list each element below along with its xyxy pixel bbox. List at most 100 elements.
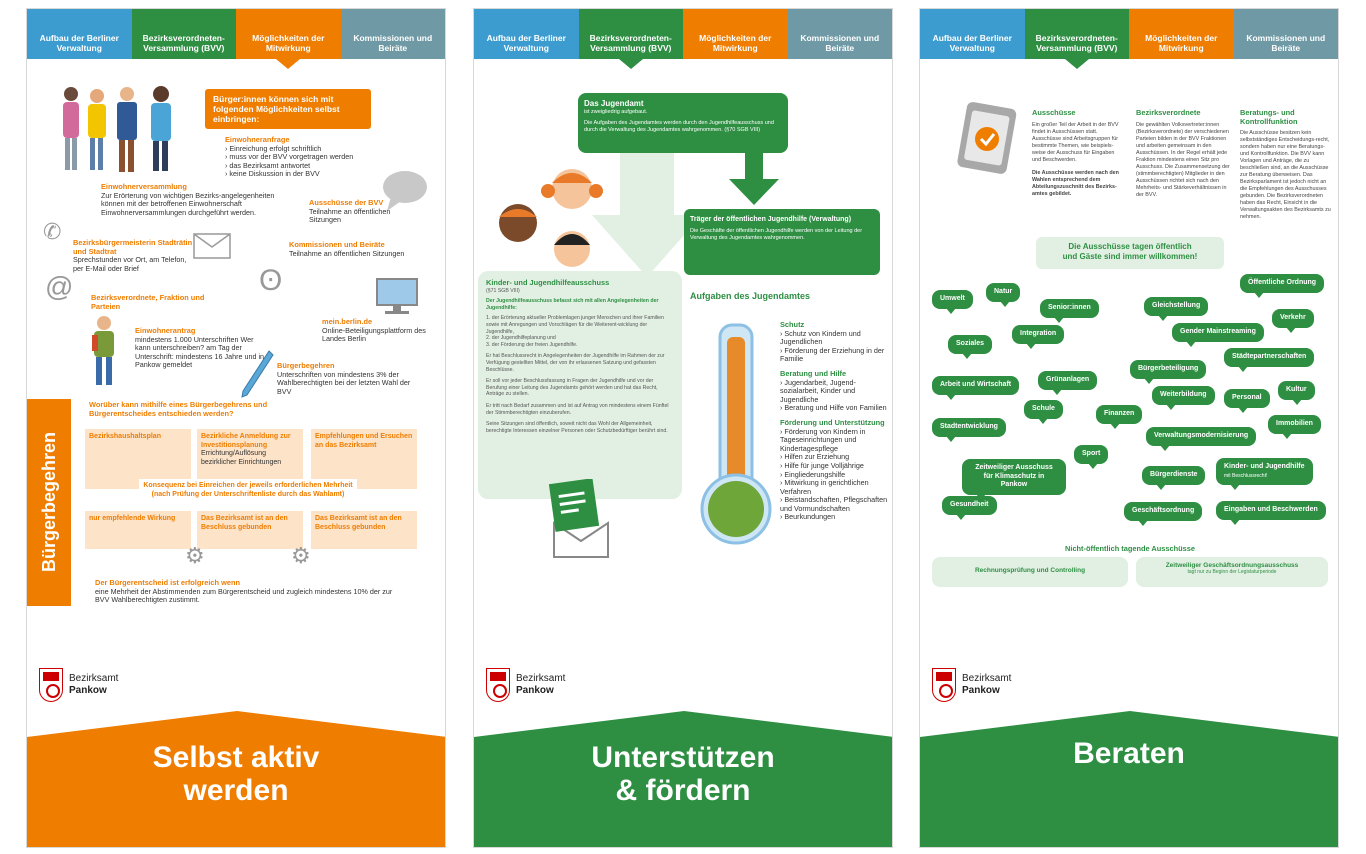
tab-mitwirkung[interactable]: Möglichkeiten der Mitwirkung <box>236 9 341 69</box>
ausschuesse-bold: Die Ausschüsse werden nach den Wahlen en… <box>1032 169 1119 197</box>
foerderung-line: › Mitwirkung in gerichtlichen Verfahren <box>780 478 869 496</box>
nicht2-title: Zeitweiliger Geschäftsordnungsausschuss <box>1165 562 1299 569</box>
ausschuss-para: 1. der Erörterung aktueller Problemlagen… <box>486 315 664 335</box>
ausschuss-title: Kinder- und Jugendhilfeausschuss <box>486 278 610 287</box>
logo-line1: Bezirksamt <box>516 673 566 684</box>
buergermeisterin-title: Bezirksbürgermeisterin Stadträtin und St… <box>73 238 193 256</box>
tab-bvv[interactable]: Bezirksverordneten-Versammlung (BVV) <box>1024 9 1129 69</box>
title-line: werden <box>183 774 289 807</box>
mein-berlin: mein.berlin.de Online-Beteiligungsplattf… <box>322 317 432 344</box>
res2: Das Bezirksamt ist an den Beschluss gebu… <box>197 511 303 549</box>
ausschuss-para: Er soll vor jeder Beschlussfassung in Fr… <box>486 378 658 398</box>
schutz-title: Schutz <box>780 320 805 329</box>
fraktion: Bezirksverordnete, Fraktion und Parteien <box>91 293 211 311</box>
logo-line2: Pankow <box>516 685 554 696</box>
kommissionen: Kommissionen und Beiräte Teilnahme an öf… <box>289 240 409 258</box>
speech-bubble-icon <box>383 171 427 211</box>
envelope-document-icon <box>548 479 609 558</box>
banner-oeffentlich: Die Ausschüsse tagen öffentlich und Gäst… <box>1036 237 1224 269</box>
people-illustration <box>63 86 171 172</box>
schutz-line: › Schutz von Kindern und Jugendlichen <box>780 328 861 347</box>
nicht2-sub: tagt nur zu Beginn der Legislaturperiode <box>1187 569 1277 575</box>
ausschuss-bubble: Senior:innen <box>1040 299 1099 322</box>
title-line: Unterstützen <box>591 741 775 774</box>
tab-kommissionen[interactable]: Kommissionen und Beiräte <box>787 9 892 59</box>
kontrolle-info: Beratungs- und Kontrollfunktion Die Auss… <box>1240 108 1332 221</box>
foerderung-title: Förderung und Unterstützung <box>780 417 885 427</box>
crest-icon <box>932 668 956 702</box>
monitor-icon <box>376 278 418 314</box>
ausschuss-para: 3. der Förderung der freien Jugendhilfe. <box>486 341 578 348</box>
tab-kommissionen[interactable]: Kommissionen und Beiräte <box>1233 9 1338 59</box>
ausschuss-bubble: Immobilien <box>1268 415 1321 438</box>
tab-bvv[interactable]: Bezirksverordneten-Versammlung (BVV) <box>131 9 236 59</box>
ausschuss-bubble: Zeitweiliger Ausschuss für Klimaschutz i… <box>962 459 1066 499</box>
buergerbegehren-title: Bürgerbegehren <box>277 361 335 370</box>
title-band-shape <box>920 711 1338 847</box>
ausschuss-bubble: Verkehr <box>1272 309 1314 332</box>
ausschuss-para: 2. der Jugendhilfeplanung und <box>486 335 556 342</box>
thermometer-icon <box>700 323 772 545</box>
ausschuesse-info: Ausschüsse Ein großer Teil der Arbeit in… <box>1032 108 1124 198</box>
bezirksverordnete-title: Bezirksverordnete <box>1136 108 1201 117</box>
tab-aufbau[interactable]: Aufbau der Berliner Verwaltung <box>474 9 579 59</box>
bubble-label: Kinder- und Jugendhilfe <box>1224 463 1305 470</box>
foerderung-line: › Eingliederungshilfe <box>780 469 846 479</box>
tab-mitwirkung[interactable]: Möglichkeiten der Mitwirkung <box>1129 9 1234 59</box>
buergerbegehren-text: Unterschriften von mindestens 3% der Wah… <box>277 369 411 396</box>
tab-kommissionen[interactable]: Kommissionen und Beiräte <box>340 9 445 59</box>
ausschuss-bubble: Natur <box>986 283 1021 306</box>
tab-bvv[interactable]: Bezirksverordneten-Versammlung (BVV) <box>578 9 683 69</box>
konsequenz: Konsequenz bei Einreichen der jeweils er… <box>139 479 357 503</box>
entscheid: Der Bürgerentscheid ist erfolgreich wenn… <box>95 578 395 605</box>
einwohnerantrag: Einwohnerantrag mindestens 1.000 Untersc… <box>135 326 265 370</box>
ausschuss-bubble: Kinder- und Jugendhilfe mit Beschlussrec… <box>1216 458 1313 490</box>
foerderung-line: › Beistandschaften, Pflegschaften und Vo… <box>780 495 888 513</box>
ear-icon: ʘ <box>259 264 283 297</box>
fraktion-title: Bezirksverordnete, Fraktion und Parteien <box>91 293 205 311</box>
gear-icon: ⚙ <box>185 543 205 568</box>
foerderung-line: › Beurkundungen <box>780 512 836 522</box>
banner-line: und Gäste sind immer willkommen! <box>1062 252 1198 261</box>
meinberlin-text: Online-Beteiligungsplattform des Landes … <box>322 325 426 344</box>
aufgaben-list: Schutz › Schutz von Kindern und Jugendli… <box>780 320 890 522</box>
ausschuss-bubble: Gleichstellung <box>1144 297 1209 320</box>
ausschuss-bubble: Kultur <box>1278 381 1315 404</box>
line: › muss vor der BVV vorgetragen werden <box>225 152 354 162</box>
traeger-text: Die Geschäfte der öffentlichen Jugendhil… <box>690 228 863 241</box>
pencil-icon <box>241 350 274 398</box>
ausschuss-bubble: Sport <box>1074 445 1109 468</box>
title-band-shape <box>474 711 892 847</box>
tab-aufbau[interactable]: Aufbau der Berliner Verwaltung <box>920 9 1025 59</box>
tab-aufbau[interactable]: Aufbau der Berliner Verwaltung <box>27 9 132 59</box>
tab-bar: Aufbau der Berliner Verwaltung Bezirksve… <box>920 9 1338 69</box>
buergermeisterin: Bezirksbürgermeisterin Stadträtin und St… <box>73 238 193 273</box>
callout-box: Bürger:innen können sich mit folgenden M… <box>205 89 371 129</box>
line: › das Bezirksamt antwortet <box>225 160 311 170</box>
question: Worüber kann mithilfe eines Bürgerbegehr… <box>89 400 268 418</box>
bezirksverordnete-info: Bezirksverordnete Die gewählten Volksver… <box>1136 108 1232 199</box>
arrow-down-small <box>729 153 779 205</box>
beratung-line: › Jugendarbeit, Jugend-sozialarbeit, Kin… <box>780 377 856 404</box>
schutz-line: › Förderung der Erziehung in der Familie <box>780 345 885 364</box>
ausschuesse-bvv: Ausschüsse der BVV Teilnahme an öffentli… <box>309 198 419 225</box>
ausschuss-bubble: Finanzen <box>1096 405 1143 428</box>
foerderung-line: › Förderung von Kindern in Tageseinricht… <box>780 426 866 453</box>
col2-text: Errichtung/Auflösung bezirklicher Einric… <box>201 450 282 466</box>
title-band: Beraten <box>920 711 1338 847</box>
nicht-oeffentlich-title: Nicht-öffentlich tagende Ausschüsse <box>1065 544 1195 553</box>
foerderung-line: › Hilfen zur Erziehung <box>780 452 850 462</box>
logo-line1: Bezirksamt <box>962 673 1012 684</box>
ausschuss-bubble: Schule <box>1024 400 1063 423</box>
kids-illustration <box>499 169 603 267</box>
line: › keine Diskussion in der BVV <box>225 169 320 179</box>
einwohnerantrag-title: Einwohnerantrag <box>135 326 196 335</box>
ausschuss-bubble: Personal <box>1224 389 1270 412</box>
tab-mitwirkung[interactable]: Möglichkeiten der Mitwirkung <box>683 9 788 59</box>
title-line: & fördern <box>615 774 751 807</box>
traeger-title: Träger der öffentlichen Jugendhilfe (Ver… <box>690 216 852 223</box>
ausschuss-para: Er tritt nach Bedarf zusammen und ist au… <box>486 402 669 416</box>
bezirksverordnete-text: Die gewählten Volksvertreter:innen (Bezi… <box>1136 121 1230 198</box>
